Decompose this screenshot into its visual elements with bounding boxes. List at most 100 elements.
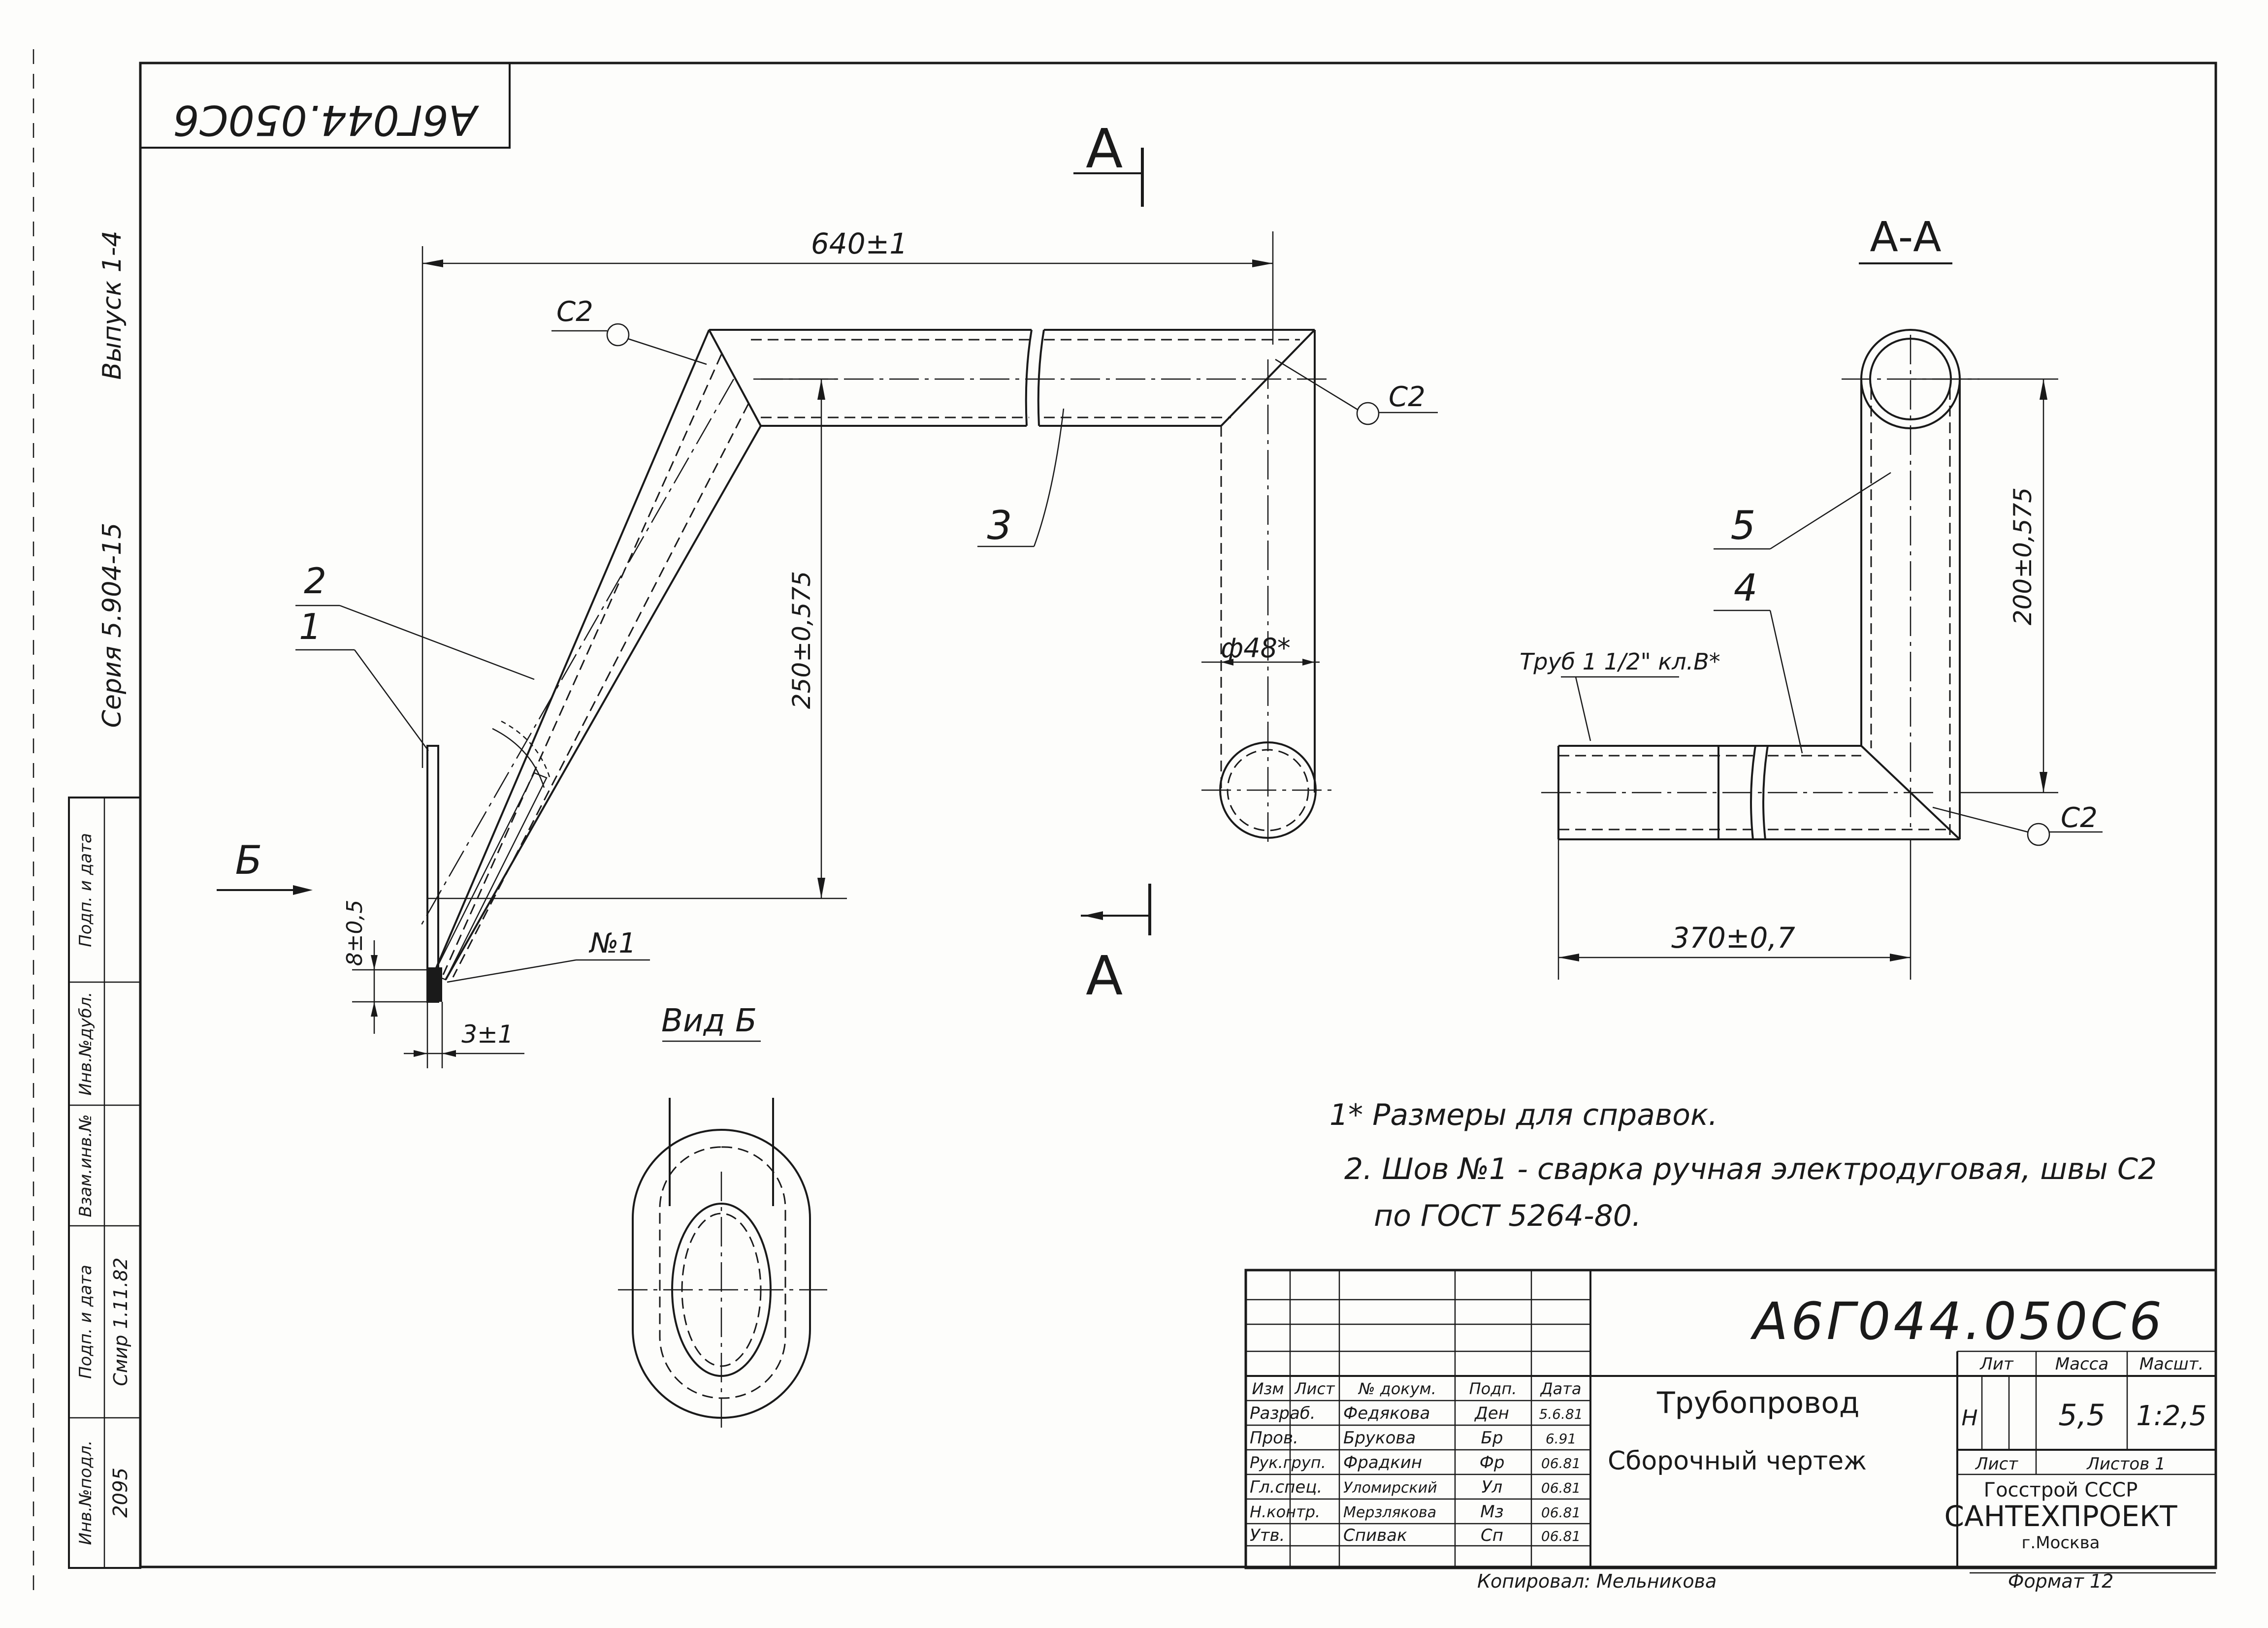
tb-date-6: 06.81 [1541, 1528, 1581, 1544]
callout-pos3: 3 [977, 408, 1065, 548]
dim-offset: 3±1 [461, 1020, 514, 1049]
dim-height-main: 250±0,575 [787, 571, 816, 709]
main-pipe-assembly: ф48* [420, 329, 1334, 1003]
dimension-length-top: 640±1 [421, 227, 1274, 768]
tb-col-doc: № докум. [1358, 1379, 1436, 1398]
pos4-label: 4 [1734, 566, 1757, 609]
tb-org-1: Госстрой СССР [1984, 1479, 2138, 1501]
tb-sign-5: Мз [1480, 1502, 1503, 1522]
weld-c2-right: С2 [1389, 381, 1426, 413]
tb-col-list: Лист [1294, 1379, 1335, 1398]
tb-role-2: Пров. [1250, 1428, 1298, 1448]
side-stamp: Подп. и дата Инв.№дубл. Взам.инв.№ Подп.… [68, 797, 141, 1569]
tb-sign-1: Ден [1474, 1404, 1509, 1423]
tb-name-1: Трубопровод [1656, 1386, 1860, 1420]
section-marker-bottom: А [1081, 884, 1151, 1007]
view-b-arrow-label: Б [235, 837, 262, 883]
section-marker-bottom-label: А [1086, 944, 1123, 1007]
stamp-header-2: Инв.№дубл. [76, 991, 96, 1095]
view-b-arrow: Б [217, 837, 313, 895]
tb-sign-2: Бр [1481, 1428, 1503, 1448]
note-line-3: по ГОСТ 5264-80. [1374, 1199, 1641, 1233]
tb-person-2: Брукова [1343, 1428, 1416, 1448]
tb-person-1: Федякова [1343, 1404, 1430, 1423]
stamp-header-5: Инв.№подл. [76, 1440, 96, 1545]
callout-pos2: 2 [295, 560, 535, 680]
tb-name-2: Сборочный чертеж [1608, 1446, 1867, 1476]
view-b-title: Вид Б [661, 1003, 757, 1039]
dimension-gap: 8±0,5 [342, 900, 427, 1034]
tb-col-date: Дата [1540, 1379, 1582, 1398]
note-line-2: 2. Шов №1 - сварка ручная электродуговая… [1344, 1152, 2157, 1186]
tb-role-1: Разраб. [1250, 1404, 1316, 1423]
note-line-1: 1* Размеры для справок. [1329, 1098, 1717, 1132]
section-a-a: А-А 200±0,575 370 [1520, 213, 2103, 980]
stamp-value-inv: 2095 [109, 1468, 132, 1518]
pipe-label: Труб 1 1/2" кл.В* [1520, 648, 1720, 675]
pos5-label: 5 [1731, 503, 1756, 548]
tb-sign-6: Сп [1481, 1526, 1503, 1545]
title-block: Изм Лист № докум. Подп. Дата Разраб. Фед… [1244, 1269, 2217, 1569]
pos2-label: 2 [304, 560, 326, 602]
tb-sign-3: Фр [1480, 1453, 1505, 1472]
pos3-label: 3 [987, 503, 1012, 548]
notes: 1* Размеры для справок. 2. Шов №1 - свар… [1329, 1098, 2157, 1233]
tb-date-3: 06.81 [1541, 1455, 1581, 1471]
tb-scale-header: Масшт. [2139, 1354, 2204, 1374]
view-b: Вид Б [618, 1003, 827, 1428]
stamp-header-3: Взам.инв.№ [76, 1114, 96, 1217]
tb-date-5: 06.81 [1541, 1504, 1581, 1521]
weld-callout-left: С2 [551, 296, 707, 365]
tb-sheets-label: Листов 1 [2086, 1454, 2165, 1474]
tb-org-3: г.Москва [2022, 1533, 2100, 1553]
tb-designation: А6Г044.050С6 [1750, 1291, 2165, 1351]
tb-sheet-label: Лист [1975, 1454, 2018, 1474]
stamp-header-4: Подп. и дата [76, 1265, 96, 1379]
tb-role-3: Рук.груп. [1250, 1453, 1326, 1472]
tb-person-6: Спивак [1343, 1526, 1407, 1545]
tb-role-5: Н.контр. [1250, 1502, 1320, 1521]
tb-role-4: Гл.спец. [1250, 1477, 1322, 1497]
dimension-offset: 3±1 [404, 1002, 524, 1068]
tb-col-izm: Изм [1252, 1379, 1284, 1398]
stamp-header-1: Подп. и дата [76, 833, 96, 947]
tb-date-1: 5.6.81 [1539, 1406, 1583, 1422]
copied-by: Копировал: Мельникова [1477, 1570, 1717, 1592]
dim-section-length: 370±0,7 [1671, 921, 1795, 955]
weld-no1-label: №1 [588, 927, 636, 959]
section-marker-top: А [1073, 117, 1144, 207]
dim-section-height: 200±0,575 [2009, 487, 2037, 625]
weld-c2-left: С2 [556, 296, 593, 328]
callout-pos1: 1 [295, 606, 429, 751]
format-label: Формат 12 [2008, 1570, 2114, 1592]
pos1-label: 1 [299, 606, 322, 647]
dim-length-top: 640±1 [811, 227, 907, 260]
tb-date-2: 6.91 [1546, 1431, 1576, 1447]
tb-mass-header: Масса [2055, 1354, 2108, 1374]
tb-sign-4: Ул [1482, 1477, 1502, 1497]
tb-person-3: Фрадкин [1343, 1453, 1422, 1472]
tb-lit-header: Лит [1979, 1354, 2014, 1374]
weld-c2-section: С2 [2061, 802, 2098, 834]
tb-mass-value: 5,5 [2058, 1398, 2105, 1433]
dim-gap: 8±0,5 [342, 900, 367, 966]
issue-label: Выпуск 1-4 [97, 231, 127, 380]
tb-role-6: Утв. [1250, 1526, 1285, 1545]
tb-org-2: САНТЕХПРОЕКТ [1944, 1500, 2177, 1533]
weld-callout-right: С2 [1275, 358, 1438, 425]
dim-diameter: ф48* [1221, 633, 1291, 664]
dimension-height-main: 250±0,575 [428, 378, 847, 899]
tb-person-4: Уломирский [1343, 1479, 1437, 1497]
series-label: Серия 5.904-15 [97, 523, 127, 728]
section-title: А-А [1870, 213, 1941, 261]
top-designation: А6Г044.050С6 [173, 96, 479, 144]
tb-col-sign: Подп. [1469, 1379, 1517, 1398]
stamp-value-date: Смир 1.11.82 [110, 1257, 131, 1386]
tb-lit-value: Н [1961, 1405, 1977, 1431]
top-designation-box: А6Г044.050С6 [140, 63, 511, 149]
tb-date-4: 06.81 [1541, 1480, 1581, 1496]
weld-no1-callout: №1 [447, 927, 650, 983]
tb-scale-value: 1:2,5 [2136, 1400, 2207, 1432]
